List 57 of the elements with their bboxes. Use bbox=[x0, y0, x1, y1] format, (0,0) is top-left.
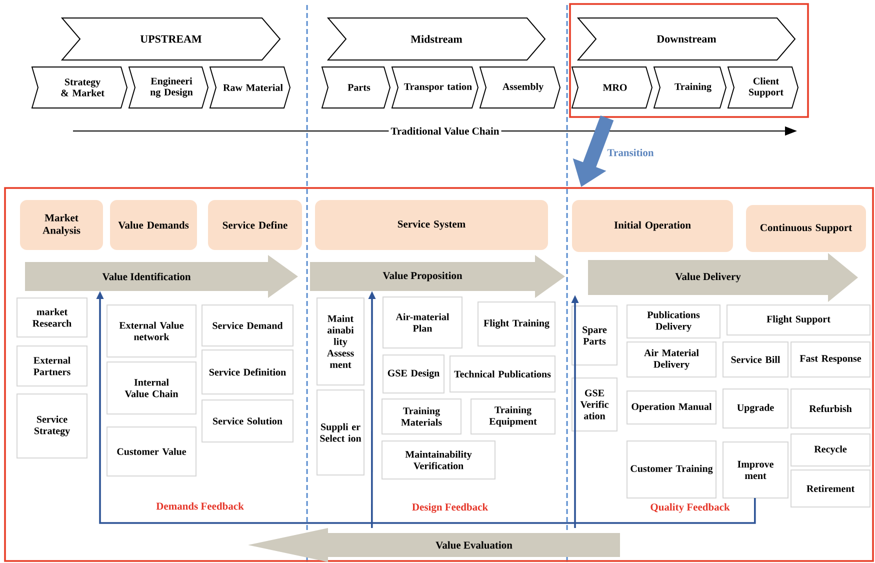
edge-label: Transition bbox=[607, 148, 654, 156]
item-box: Customer Value bbox=[106, 426, 196, 476]
chevron-banner: UPSTREAM bbox=[60, 18, 281, 60]
item-box: Upgrade bbox=[722, 388, 788, 428]
chevron-banner: Midstream bbox=[326, 18, 546, 60]
item-box: Service Bill bbox=[722, 342, 788, 378]
chevron-banner: Downstream bbox=[576, 18, 796, 60]
item-box: Operation Manual bbox=[626, 390, 716, 424]
item-box: Training Equipment bbox=[470, 398, 556, 434]
chevron-step: Strategy & Market bbox=[31, 66, 128, 108]
chevron-step: Training bbox=[653, 66, 727, 108]
item-box: Improve ment bbox=[722, 442, 788, 498]
feedback-label: Demands Feedback bbox=[156, 502, 244, 510]
stage-box: Value Demands bbox=[110, 200, 197, 250]
value-chain-label: Traditional Value Chain bbox=[390, 127, 500, 135]
item-box: Air Material Delivery bbox=[626, 342, 716, 378]
chevron-step: Client Support bbox=[727, 66, 799, 108]
item-box: Flight Support bbox=[726, 304, 870, 336]
item-box: Refurbish bbox=[790, 388, 870, 428]
highlight-frame bbox=[4, 187, 874, 562]
feedback-label: Quality Feedback bbox=[650, 503, 730, 513]
item-box: Publications Delivery bbox=[626, 304, 720, 338]
item-box: Training Materials bbox=[382, 398, 462, 434]
chevron-step: Raw Material bbox=[209, 66, 291, 108]
item-box: Suppli er Select ion bbox=[316, 390, 364, 476]
item-box: Flight Training bbox=[478, 302, 556, 346]
item-box: Recycle bbox=[790, 434, 870, 466]
stage-box: Continuous Support bbox=[746, 205, 866, 252]
item-box: Service Demand bbox=[202, 304, 294, 346]
chevron-step: MRO bbox=[571, 66, 653, 108]
item-box: Service Strategy bbox=[16, 394, 88, 458]
item-box: Maintainability Verification bbox=[382, 440, 496, 480]
chevron-step: Parts bbox=[321, 66, 391, 108]
highlight-frame bbox=[569, 3, 809, 118]
item-box: External Value network bbox=[106, 304, 196, 358]
item-box: GSE Verific ation bbox=[572, 378, 618, 432]
stage-box: Initial Operation bbox=[572, 200, 733, 252]
stage-box: Market Analysis bbox=[20, 200, 103, 250]
item-box: Air-material Plan bbox=[382, 296, 462, 348]
chevron-step: Engineeri ng Design bbox=[128, 66, 209, 108]
stage-box: Service System bbox=[315, 200, 548, 250]
item-box: Service Solution bbox=[202, 400, 294, 442]
chevron-step: Transpor tation bbox=[391, 66, 479, 108]
item-box: GSE Design bbox=[382, 354, 444, 394]
item-box: Maint ainabi lity Assess ment bbox=[316, 298, 364, 386]
item-box: Service Definition bbox=[202, 350, 294, 394]
item-box: External Partners bbox=[16, 346, 88, 386]
item-box: Fast Response bbox=[790, 342, 870, 378]
feedback-label: Design Feedback bbox=[412, 503, 488, 513]
item-box: Technical Publications bbox=[450, 356, 556, 392]
item-box: Spare Parts bbox=[572, 306, 618, 366]
stage-box: Service Define bbox=[208, 200, 302, 250]
item-box: Internal Value Chain bbox=[106, 362, 196, 414]
chevron-step: Assembly bbox=[479, 66, 561, 108]
item-box: Customer Training bbox=[626, 440, 716, 498]
item-box: Retirement bbox=[790, 470, 870, 508]
item-box: market Research bbox=[16, 298, 88, 338]
